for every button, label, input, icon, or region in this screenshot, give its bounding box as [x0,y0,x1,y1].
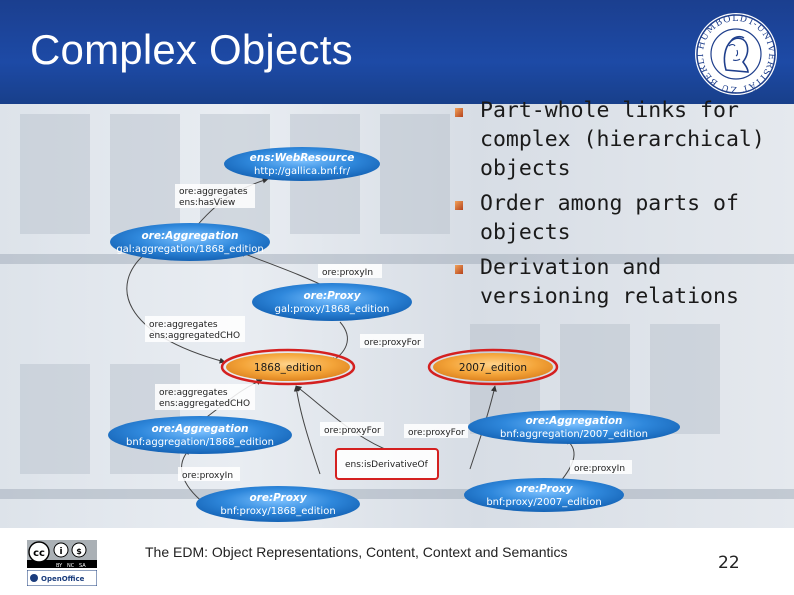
svg-text:bnf:proxy/1868_edition: bnf:proxy/1868_edition [220,506,335,517]
svg-text:ore:proxyFor: ore:proxyFor [364,338,421,348]
svg-text:gal:proxy/1868_edition: gal:proxy/1868_edition [275,304,390,315]
node-bnf-aggregation-1868: ore:Aggregation bnf:aggregation/1868_edi… [108,416,292,454]
slide-footer [0,528,794,595]
svg-text:2007_edition: 2007_edition [459,362,527,374]
bullet-list: Part-whole links for complex (hierarchic… [455,96,785,317]
edge-label-proxyin-bnf-2007: ore:proxyIn [570,460,632,474]
svg-text:ore:aggregates: ore:aggregates [149,320,218,330]
edge-label-proxyfor-bnf-1868: ore:proxyFor [320,422,384,436]
creative-commons-badge-icon: cc i $ BY NC SA [27,540,97,568]
bullet-text: Derivation and versioning relations [480,255,739,309]
bullet-text: Part-whole links for complex (hierarchic… [480,98,765,181]
edge-label-isderivativeof: ens:isDerivativeOf [335,448,439,480]
university-seal-logo: HUMBOLDT-UNIVERSITÄT ZU BERLIN [693,10,777,95]
node-webresource: ens:WebResource http://gallica.bnf.fr/ [224,147,380,181]
node-2007-edition: 2007_edition [427,348,559,386]
svg-text:OpenOffice: OpenOffice [41,575,85,583]
svg-text:$: $ [76,547,82,556]
bullet-text: Order among parts of objects [480,191,739,245]
svg-text:ens:hasView: ens:hasView [179,198,235,208]
edge-label-proxyfor-bnf-2007: ore:proxyFor [404,424,468,438]
edge-gal-agg-cho [126,253,226,364]
svg-text:ens:aggregatedCHO: ens:aggregatedCHO [159,399,250,409]
edge-bnf-proxyfor-1868 [293,385,321,475]
node-bnf-aggregation-2007: ore:Aggregation bnf:aggregation/2007_edi… [468,410,680,444]
edm-object-graph: ens:WebResource http://gallica.bnf.fr/ o… [108,147,680,522]
svg-text:ore:proxyIn: ore:proxyIn [574,464,625,474]
node-bnf-proxy-2007: ore:Proxy bnf:proxy/2007_edition [464,478,624,512]
svg-text:cc: cc [33,548,45,559]
svg-text:ore:proxyFor: ore:proxyFor [408,428,465,438]
svg-text:http://gallica.bnf.fr/: http://gallica.bnf.fr/ [254,166,351,177]
svg-text:ore:aggregates: ore:aggregates [159,388,228,398]
svg-text:ore:aggregates: ore:aggregates [179,187,248,197]
svg-text:bnf:proxy/2007_edition: bnf:proxy/2007_edition [486,497,601,508]
svg-text:bnf:aggregation/1868_edition: bnf:aggregation/1868_edition [126,437,274,448]
svg-text:ore:Aggregation: ore:Aggregation [141,230,238,242]
openoffice-badge-icon: OpenOffice [27,570,97,586]
node-1868-edition: 1868_edition [220,348,356,386]
svg-text:ore:Proxy: ore:Proxy [515,483,573,495]
node-bnf-proxy-1868: ore:Proxy bnf:proxy/1868_edition [196,486,360,522]
svg-text:ore:proxyFor: ore:proxyFor [324,426,381,436]
node-gal-proxy: ore:Proxy gal:proxy/1868_edition [252,283,412,321]
svg-text:ens:isDerivativeOf: ens:isDerivativeOf [345,460,429,470]
page-number: 22 [718,553,740,573]
edge-label-aggregates-cho-bnf: ore:aggregates ens:aggregatedCHO [155,384,255,410]
svg-text:BY: BY [56,563,63,568]
edge-label-proxyin-bnf-1868: ore:proxyIn [178,467,240,481]
svg-text:ore:Proxy: ore:Proxy [303,290,361,302]
svg-text:1868_edition: 1868_edition [254,362,322,374]
svg-text:gal:aggregation/1868_edition: gal:aggregation/1868_edition [116,244,263,255]
bullet-item: Part-whole links for complex (hierarchic… [455,96,785,183]
slide-title: Complex Objects [30,26,353,73]
svg-text:ore:Proxy: ore:Proxy [249,492,307,504]
bullet-marker-icon [455,201,463,210]
bullet-item: Derivation and versioning relations [455,253,785,311]
svg-text:ore:Aggregation: ore:Aggregation [525,415,622,427]
footer-caption: The EDM: Object Representations, Content… [145,544,568,560]
bullet-item: Order among parts of objects [455,189,785,247]
svg-text:SA: SA [79,563,86,568]
bullet-marker-icon [455,108,463,117]
svg-text:ore:proxyIn: ore:proxyIn [322,268,373,278]
edge-label-proxyin-gal: ore:proxyIn [318,264,382,278]
edge-label-aggregates-hasview: ore:aggregates ens:hasView [175,184,255,208]
svg-text:ore:proxyIn: ore:proxyIn [182,471,233,481]
node-gal-aggregation: ore:Aggregation gal:aggregation/1868_edi… [110,223,270,261]
edge-label-proxyfor-gal: ore:proxyFor [360,334,424,348]
svg-text:bnf:aggregation/2007_edition: bnf:aggregation/2007_edition [500,429,648,440]
edge-label-aggregates-cho-gal: ore:aggregates ens:aggregatedCHO [145,316,245,342]
svg-text:ore:Aggregation: ore:Aggregation [151,423,248,435]
svg-text:ens:aggregatedCHO: ens:aggregatedCHO [149,331,240,341]
svg-text:ens:WebResource: ens:WebResource [250,152,355,164]
bullet-marker-icon [455,265,463,274]
svg-text:i: i [59,547,62,557]
svg-text:NC: NC [67,563,75,568]
title-bar [0,0,794,104]
edge-derivative [295,385,386,450]
